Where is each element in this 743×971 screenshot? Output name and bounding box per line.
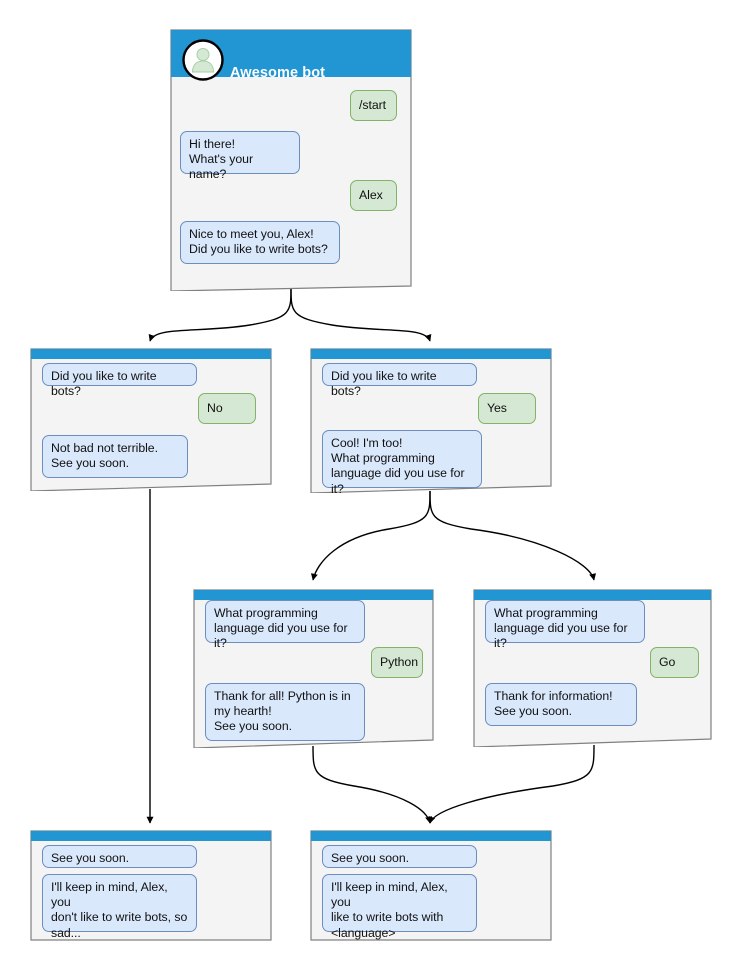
message-bubble-bot: Nice to meet you, Alex! Did you like to … [180, 221, 340, 264]
answer-yes-screen-card[interactable]: Did you like to write bots? Yes Cool! I'… [308, 346, 554, 496]
message-bubble-user: /start [350, 90, 397, 121]
message-bubble-bot: Hi there! What's your name? [180, 131, 300, 181]
message-bubble-bot: Not bad not terrible. See you soon. [42, 435, 188, 478]
edge-go-to-end-happy [428, 744, 595, 824]
message-bubble-bot: I'll keep in mind, Alex, you like to wri… [322, 874, 477, 940]
message-bubble-bot: Cool! I'm too! What programming language… [322, 430, 482, 496]
message-bubble-bot: Thank for all! Python is in my hearth! S… [205, 683, 365, 741]
message-bubble-user: Yes [478, 393, 536, 424]
edge-root-to-no [148, 287, 292, 342]
answer-go-screen-card[interactable]: What programming language did you use fo… [471, 587, 714, 747]
message-bubble-bot: Did you like to write bots? [42, 363, 197, 398]
message-bubble-bot: What programming language did you use fo… [485, 600, 645, 650]
edge-python-to-end-happy [312, 745, 432, 824]
message-bubble-bot: See you soon. [322, 845, 477, 868]
start-screen-card[interactable]: Awesome bot /start Hi there! What's your… [168, 26, 414, 291]
person-avatar-icon [182, 39, 224, 81]
message-bubble-user: Go [650, 647, 699, 678]
end-happy-screen-card[interactable]: See you soon. I'll keep in mind, Alex, y… [308, 828, 554, 942]
edge-yes-to-go [429, 490, 597, 581]
message-bubble-bot: Thank for information! See you soon. [485, 683, 637, 726]
message-bubble-user: No [198, 393, 256, 424]
end-sad-screen-card[interactable]: See you soon. I'll keep in mind, Alex, y… [28, 828, 274, 942]
message-bubble-bot: What programming language did you use fo… [205, 600, 365, 650]
answer-no-screen-card[interactable]: Did you like to write bots? No Not bad n… [28, 346, 274, 491]
edge-yes-to-python [310, 490, 431, 581]
answer-python-screen-card[interactable]: What programming language did you use fo… [191, 587, 436, 748]
edge-root-to-yes [290, 287, 432, 342]
header-title: Awesome bot [230, 65, 326, 81]
message-bubble-user: Alex [350, 180, 397, 211]
message-bubble-bot: I'll keep in mind, Alex, you don't like … [42, 874, 197, 940]
message-bubble-bot: Did you like to write bots? [322, 363, 477, 398]
message-bubble-bot: See you soon. [42, 845, 197, 868]
message-bubble-user: Python [371, 647, 423, 678]
